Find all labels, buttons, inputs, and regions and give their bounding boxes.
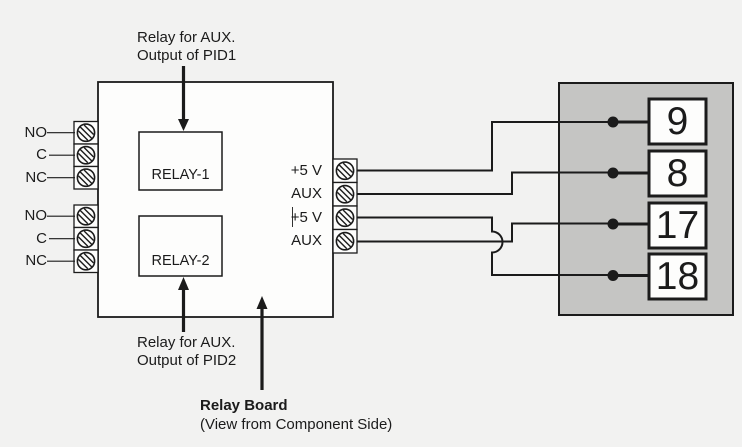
pin-box-18 [647, 252, 708, 301]
junction-dot [607, 116, 619, 128]
pin-box-8 [647, 149, 708, 198]
wires [357, 121, 613, 276]
pin-label-17: 17 [655, 203, 700, 247]
screw-icon [76, 251, 96, 271]
junction-dot [607, 167, 619, 179]
screw-icon [76, 145, 96, 165]
arrow-relay2-note [178, 277, 189, 332]
terminal-label-nc-1: NC [25, 168, 47, 186]
pin-label-9: 9 [666, 99, 689, 143]
wire-5v-to-pin9 [357, 121, 613, 172]
terminal-label-aux-1: AUX [291, 185, 322, 203]
relay-board-outline [97, 81, 334, 318]
relay1-label: RELAY-1 [151, 167, 210, 183]
relay2-label: RELAY-2 [151, 253, 210, 269]
relay1-note-line2: Output of PID1 [137, 47, 237, 64]
terminal-label-5v-2: +5 V [290, 208, 322, 226]
pin-label-18: 18 [655, 254, 700, 298]
terminal-label-c-2: C [36, 229, 47, 247]
screw-icon [335, 231, 355, 251]
arrow-relay1-note [178, 66, 189, 131]
terminal-label-nc-2: NC [25, 252, 47, 270]
board-caption-subtitle: (View from Component Side) [200, 415, 393, 433]
screw-icon [76, 168, 96, 188]
screw-icon [76, 206, 96, 226]
pin-junctions [607, 116, 650, 281]
wire-aux-to-pin8 [357, 171, 613, 195]
screw-icon [76, 229, 96, 249]
terminal-label-c-1: C [36, 146, 47, 164]
terminal-label-no-1: NO [24, 123, 48, 141]
junction-dot [607, 218, 619, 230]
screw-icon [335, 161, 355, 181]
relay2-note-line1: Relay for AUX. [137, 334, 236, 351]
pin-boxes [647, 97, 708, 301]
terminal-label-no-2: NO [24, 207, 48, 225]
junction-dot [607, 270, 619, 281]
relay2-note-line2: Output of PID2 [137, 352, 237, 369]
relay1-box [138, 131, 223, 191]
screw-icon [335, 184, 355, 204]
board-caption-title: Relay Board [200, 397, 288, 414]
relay2-note: Relay for AUX. Output of PID2 [137, 334, 236, 370]
pin-box-9 [647, 97, 708, 146]
relay1-note-line1: Relay for AUX. [137, 29, 236, 46]
terminal-label-aux-2: AUX [291, 232, 322, 250]
pin-box-17 [647, 201, 708, 250]
wire-aux-to-pin17 [357, 222, 613, 243]
screw-icon [76, 123, 96, 143]
wire-5v-to-pin18 [357, 216, 613, 276]
relay1-note: Relay for AUX. Output of PID1 [137, 29, 236, 65]
arrow-board-caption [256, 296, 268, 390]
board-caption: Relay Board (View from Component Side) [200, 397, 392, 434]
label-connector-lines [47, 132, 75, 262]
relay2-box [138, 215, 223, 277]
terminal-label-5v-1: +5 V [290, 161, 322, 179]
screw-icon [335, 208, 355, 228]
pin-label-8: 8 [666, 151, 689, 195]
